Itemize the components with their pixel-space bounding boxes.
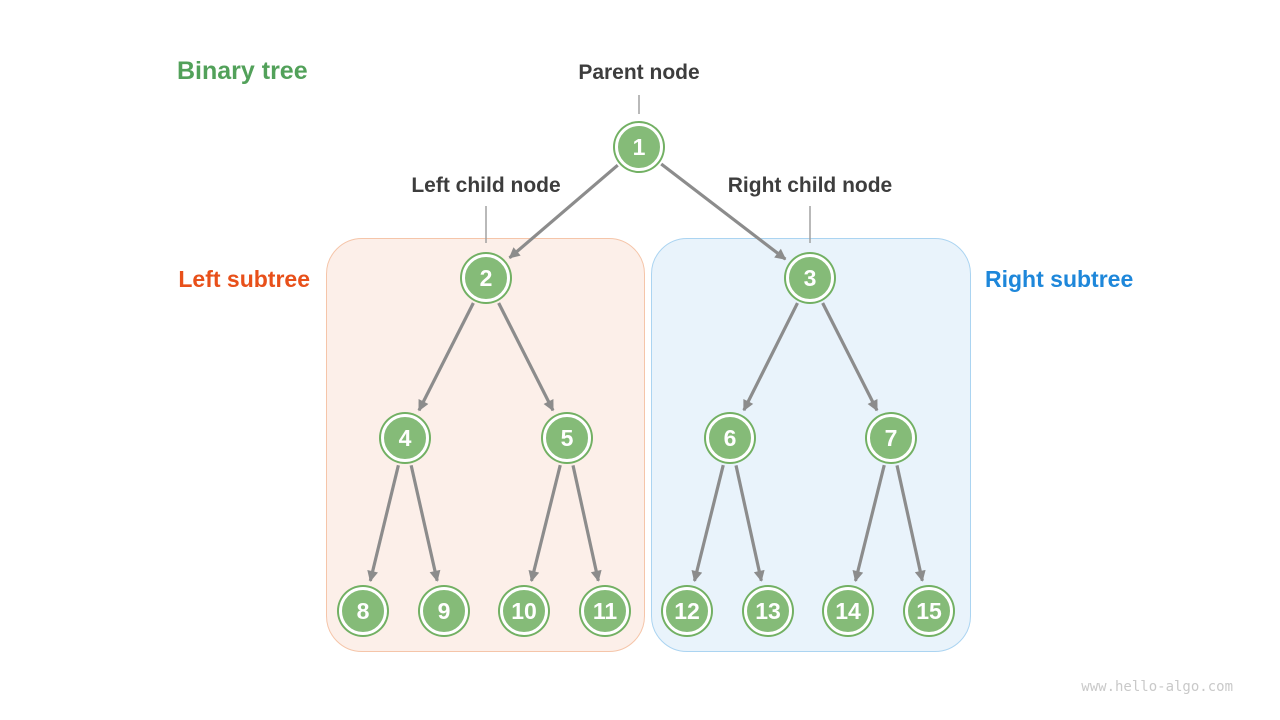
left-subtree-box xyxy=(326,238,645,652)
tree-edge xyxy=(852,464,886,582)
tree-edges xyxy=(367,162,926,582)
right-child-node-label: Right child node xyxy=(727,174,893,197)
tree-edge xyxy=(528,464,562,582)
diagram-title: Binary tree xyxy=(177,57,308,85)
tree-edge xyxy=(691,464,725,582)
tree-edge xyxy=(821,302,879,412)
left-child-node-label: Left child node xyxy=(411,174,561,197)
watermark: www.hello-algo.com xyxy=(1081,679,1233,695)
tree-edge xyxy=(367,464,400,582)
parent-node-label: Parent node xyxy=(578,61,700,84)
tree-edge xyxy=(571,465,602,582)
tree-edge xyxy=(660,162,787,261)
tree-edge xyxy=(742,302,799,412)
tree-edge xyxy=(409,464,441,582)
tree-edge xyxy=(508,163,619,260)
label-connector-lines xyxy=(485,95,811,243)
right-subtree-box xyxy=(651,238,971,652)
tree-edge xyxy=(497,302,555,412)
right-subtree-label: Right subtree xyxy=(985,266,1134,292)
left-subtree-label: Left subtree xyxy=(178,266,310,292)
tree-edge xyxy=(895,465,926,582)
tree-edge xyxy=(417,302,475,412)
tree-edge xyxy=(734,465,765,582)
